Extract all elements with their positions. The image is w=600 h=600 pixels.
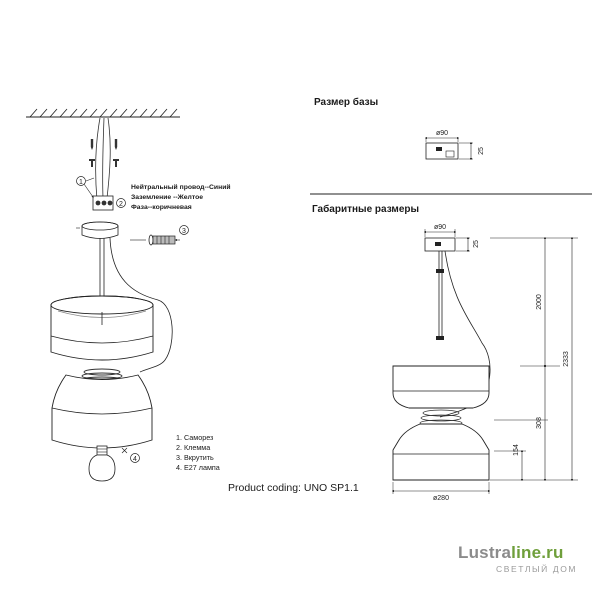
dim-shade-diameter: ø280 <box>433 495 449 502</box>
svg-text:1: 1 <box>79 179 83 186</box>
svg-text:2: 2 <box>119 201 123 208</box>
dim-canopy-diameter: ø90 <box>434 224 446 231</box>
dim-base-height: 25 <box>478 147 485 155</box>
brand-name: Lustraline.ru <box>458 543 564 562</box>
dim-cable-length: 2000 <box>536 294 543 310</box>
callout-1: 1 <box>76 176 95 186</box>
screws <box>89 139 119 167</box>
callout-2: 2 <box>116 198 126 208</box>
overall-size-drawing <box>391 229 578 494</box>
legend-item: 1. Саморез <box>176 433 214 442</box>
legend-item: 2. Клемма <box>176 443 211 452</box>
brand-tagline: СВЕТЛЫЙ ДОМ <box>496 564 578 574</box>
fixing-screw-3 <box>130 234 180 246</box>
dim-total-height: 2333 <box>563 351 570 367</box>
dim-lower-height: 154 <box>513 444 520 456</box>
supply-wires <box>95 117 111 201</box>
product-coding: Product coding: UNO SP1.1 <box>228 482 359 494</box>
dim-canopy-height: 25 <box>473 240 480 248</box>
callout-3: 3 <box>179 225 189 235</box>
wire-ground-label: Заземление --Желтое <box>131 194 204 201</box>
callout-4: 4 <box>130 453 140 463</box>
legend-item: 3. Вкрутить <box>176 453 214 462</box>
terminal-block <box>83 183 114 211</box>
wire-neutral-label: Нейтральный провод--Синий <box>131 184 231 191</box>
svg-text:4: 4 <box>133 456 137 463</box>
ceiling <box>26 108 180 118</box>
lower-shade <box>51 374 153 449</box>
wire-phase-label: Фаза--коричневая <box>131 204 192 211</box>
upper-shade <box>50 295 154 361</box>
brand-watermark: Lustraline.ru СВЕТЛЫЙ ДОМ <box>458 543 576 574</box>
legend-item: 4. E27 лампа <box>176 463 220 472</box>
heading-base-size: Размер базы <box>314 97 379 108</box>
canopy <box>76 221 119 239</box>
heading-overall-size: Габаритные размеры <box>312 204 420 215</box>
svg-text:3: 3 <box>182 228 186 235</box>
dim-shade-height: 308 <box>536 417 543 429</box>
e27-bulb <box>88 445 128 482</box>
base-size-drawing <box>424 136 473 161</box>
dim-base-diameter: ø90 <box>436 130 448 137</box>
